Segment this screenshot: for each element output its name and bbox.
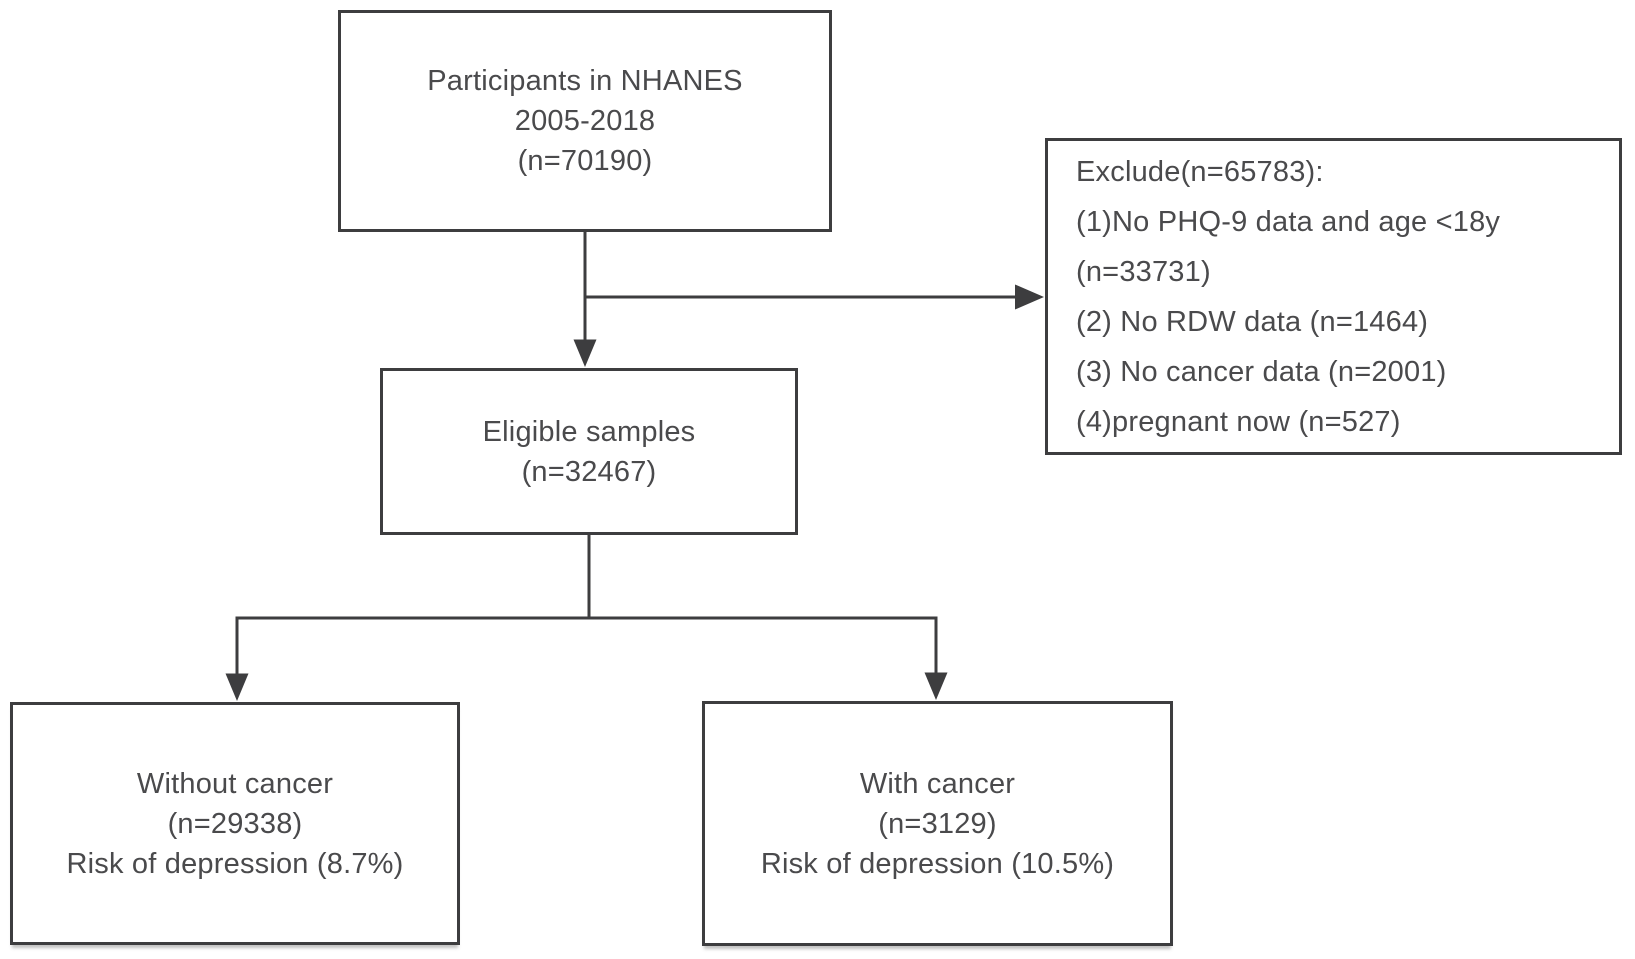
exclude-item-1-count: (n=33731) bbox=[1076, 255, 1211, 288]
exclude-item-1: (1)No PHQ-9 data and age <18y bbox=[1076, 205, 1501, 238]
exclude-item-4: (4)pregnant now (n=527) bbox=[1076, 405, 1401, 438]
box-participants: Participants in NHANES 2005-2018 (n=7019… bbox=[338, 10, 832, 232]
participants-line-1: Participants in NHANES bbox=[427, 65, 743, 97]
arrowhead-down-with-cancer-icon bbox=[924, 672, 948, 700]
without-cancer-line-1: Without cancer bbox=[136, 767, 334, 800]
participants-line-3: (n=70190) bbox=[517, 145, 653, 177]
exclude-title: Exclude(n=65783): bbox=[1076, 155, 1324, 188]
with-cancer-line-1: With cancer bbox=[859, 767, 1016, 800]
without-cancer-line-3: Risk of depression (8.7%) bbox=[66, 847, 404, 880]
box-with-cancer: With cancer (n=3129) Risk of depression … bbox=[702, 701, 1173, 946]
eligible-line-1: Eligible samples bbox=[482, 415, 696, 448]
exclude-item-3: (3) No cancer data (n=2001) bbox=[1076, 355, 1447, 388]
arrowhead-right-exclude-icon bbox=[1015, 284, 1044, 310]
exclude-item-2: (2) No RDW data (n=1464) bbox=[1076, 305, 1429, 338]
box-eligible: Eligible samples (n=32467) bbox=[380, 368, 798, 535]
with-cancer-line-2: (n=3129) bbox=[878, 807, 997, 840]
with-cancer-line-3: Risk of depression (10.5%) bbox=[760, 847, 1115, 880]
participants-line-2: 2005-2018 bbox=[514, 105, 656, 137]
without-cancer-line-2: (n=29338) bbox=[167, 807, 303, 840]
arrowhead-down-eligible-icon bbox=[573, 339, 597, 367]
eligible-line-2: (n=32467) bbox=[521, 455, 657, 488]
box-without-cancer: Without cancer (n=29338) Risk of depress… bbox=[10, 702, 460, 945]
arrowhead-down-without-cancer-icon bbox=[225, 673, 249, 701]
box-exclude: Exclude(n=65783): (1)No PHQ-9 data and a… bbox=[1045, 138, 1622, 455]
